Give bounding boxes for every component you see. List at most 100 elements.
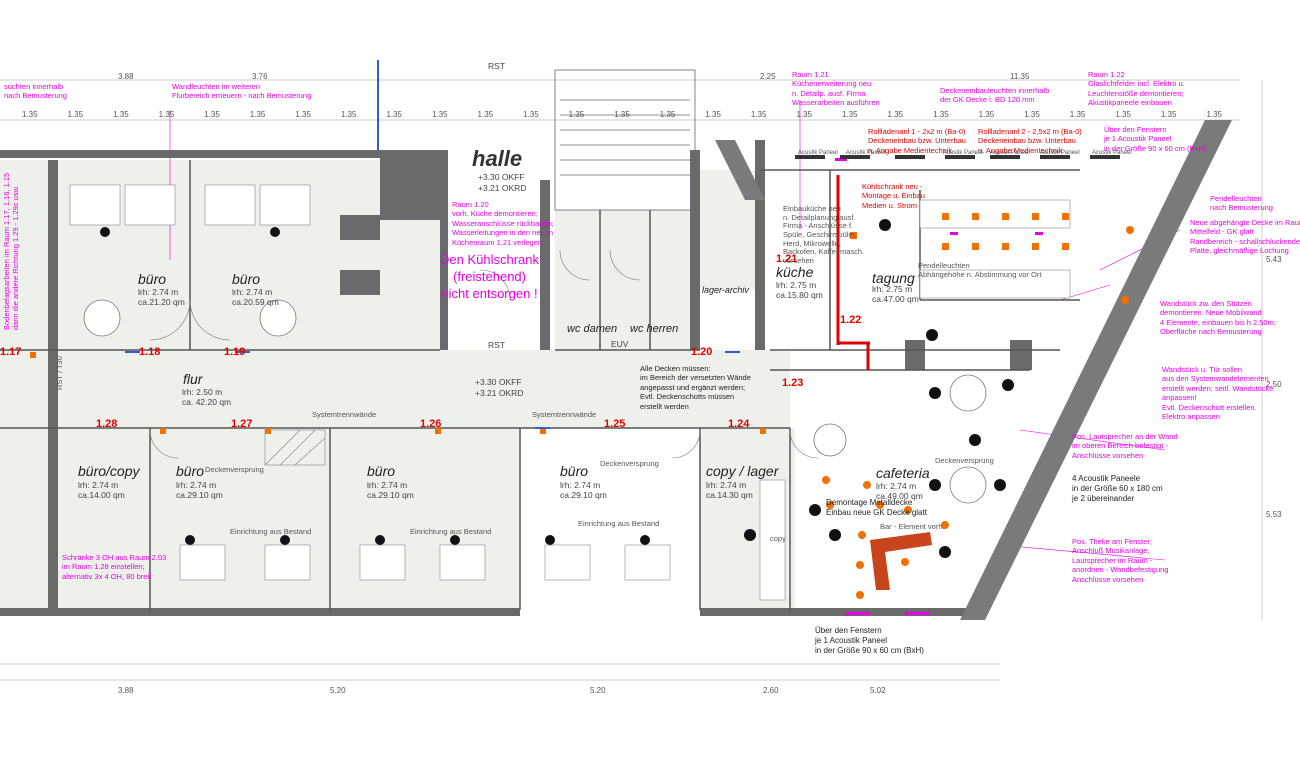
decken-note: Alle Decken müssen: im Bereich der verse… [640,364,751,411]
room-buero-5-lrh: lrh: 2.74 m [560,480,601,490]
note-lautsprecher: Pos. Lautsprecher an der Wand im oberen … [1072,432,1178,460]
dim-135-23: 1.35 [1069,110,1086,119]
note-rollo-1: Rollladenanl 1 - 2x2 m (Ba-0) Deckeneinb… [868,127,966,155]
dim-bottom-3: 2.60 [763,686,779,695]
dim-top-2: 2.25 [760,72,776,81]
room-number-1-23: 1.23 [782,377,804,389]
floor-areas [0,160,795,610]
room-buero-4-name: büro [367,463,396,479]
kueche-number: 1.21 [776,253,798,265]
acustik-label-2: Acustik Paneel [846,150,886,156]
dim-135-7: 1.35 [340,110,357,119]
acustik-label-6: Acustik Paneel [1092,150,1132,156]
diagonal-wall [715,120,1232,620]
note-ueber-fenstern-bottom: Über den Fenstern je 1 Acoustik Paneel i… [815,626,924,655]
halle-okff: +3.30 OKFF [478,172,525,182]
dim-135-1: 1.35 [67,110,84,119]
flur-okff: +3.30 OKFF [475,377,522,387]
chairs [100,219,1014,558]
flur-okrd: +3.21 OKRD [475,388,524,398]
note-pendel-abhaenge: Pendelleuchten Abhängehöhe n. Abstimmung… [918,261,1042,279]
deckenversprung-1: Deckenversprung [205,465,264,474]
room-buero-3-area: ca.29.10 qm [176,490,223,500]
dim-135-13: 1.35 [614,110,630,119]
room-buero-1-lrh: lrh: 2.74 m [138,287,179,297]
window-marks [125,60,740,429]
walls [0,140,1032,616]
room-tagung-lrh: lrh: 2.75 m [872,284,913,294]
dim-135-6: 1.35 [295,110,311,119]
dim-right-0: 5.43 [1266,255,1282,264]
dim-135-24: 1.35 [1115,110,1131,119]
room-flur-area: ca. 42.20 qm [182,397,232,407]
dim-top-3: 11.35 [1010,72,1030,81]
room-number-1-18: 1.18 [139,346,161,358]
room-halle-name: halle [472,146,523,171]
dim-bottom-4: 5.02 [870,686,886,695]
deckenversprung-3: Deckenversprung [935,456,994,465]
dim-135-3: 1.35 [158,110,175,119]
bar-label: Bar - Element vorh. [880,522,945,531]
interior-walls [0,160,1080,610]
dim-135-19: 1.35 [887,110,904,119]
note-leuchten-top-left: suchten innerhalb nach Bemusterung [4,82,67,101]
dim-135-21: 1.35 [978,110,995,119]
room-kueche-area: ca.15.80 qm [776,290,823,300]
hatch [264,429,326,466]
room-tagung-name: tagung [872,270,915,286]
note-raum-1-21: Raum 1.21 Küchenerweiterung neu n. Detai… [792,70,880,108]
room-number-1-22: 1.22 [840,314,862,326]
room-cafeteria-lrh: lrh: 2.74 m [876,481,917,491]
room-buero-2-lrh: lrh: 2.74 m [232,287,273,297]
room-wc-herren: wc herren [630,323,679,335]
room-cafeteria-area: ca.49.00 qm [876,491,923,501]
room-buero-4-area: ca.29.10 qm [367,490,414,500]
dim-135-2: 1.35 [113,110,129,119]
note-theke: Pos. Theke am Fenster; Anschluß Musikanl… [1072,537,1169,584]
room-tagung-area: ca.47.00 qm [872,294,919,304]
kuehlschrank-note: Den Kühlschrank (freistehend) nicht ents… [440,252,539,301]
dim-135-20: 1.35 [933,110,949,119]
room-cafeteria-name: cafeteria [876,465,930,481]
dim-135-11: 1.35 [523,110,539,119]
acustik-label-1: Acustik Paneel [798,150,838,156]
dim-135-0: 1.35 [22,110,38,119]
note-raum-1-20: Raum 1.20 vorh. Küche demontieren; Wasse… [452,200,554,247]
note-demontage: Demontage Metalldecke Einbau neue GK Dec… [826,498,927,517]
note-schraenke: Schränke 3 OH aus Raum 2.03 im Raum 1.28… [62,553,167,581]
note-raum-1-22: Raum 1.22 Glaslichtfelder incl. Elektro … [1088,70,1185,108]
dim-135-15: 1.35 [705,110,721,119]
note-pendelleuchten: Pendelleuchten nach Bemusterung [1210,194,1273,213]
acoustic-panels [795,155,1120,159]
room-buero-5-area: ca.29.10 qm [560,490,607,500]
dim-right-2: 5.53 [1266,510,1282,519]
dim-135-17: 1.35 [796,110,813,119]
note-rollo-2: Rollladenanl 2 - 2,5x2 m (Ba-0) Deckenei… [978,127,1082,155]
dim-135-5: 1.35 [249,110,266,119]
room-copy-lager-area: ca.14.30 qm [706,490,753,500]
acustik-label-5: Acustik Paneel [1040,150,1080,156]
dim-135-25: 1.35 [1160,110,1177,119]
dim-bottom-0: 3.88 [118,686,134,695]
systemtrennwaende-2: Systemtrennwände [532,410,597,419]
bar-element [870,532,932,590]
room-number-1-17: 1.17 [0,346,22,358]
room-buero-2-name: büro [232,271,261,287]
note-wandleuchten: Wandleuchten im weiteren Flurbereich ern… [172,82,312,101]
room-number-1-26: 1.26 [420,418,442,430]
lager-archiv-label: lager-archiv [702,285,749,295]
acustik-label-4: Acustik Paneel [990,150,1030,156]
room-flur-lrh: lrh: 2.50 m [182,387,223,397]
room-buero-3-lrh: lrh: 2.74 m [176,480,217,490]
dim-bottom-1: 5.20 [330,686,346,695]
rst-top-label: RST [488,61,505,71]
pink-marks [835,158,1043,615]
dim-top-0: 3.88 [118,72,134,81]
note-ueber-fenstern-top: Über den Fenstern je 1 Acoustik Paneel i… [1104,125,1207,153]
room-copy-lager-name: copy / lager [706,463,779,479]
room-buero-3-name: büro [176,463,205,479]
round-tables [83,299,987,504]
room-number-1-20: 1.20 [691,346,713,358]
dim-135-10: 1.35 [477,110,494,119]
